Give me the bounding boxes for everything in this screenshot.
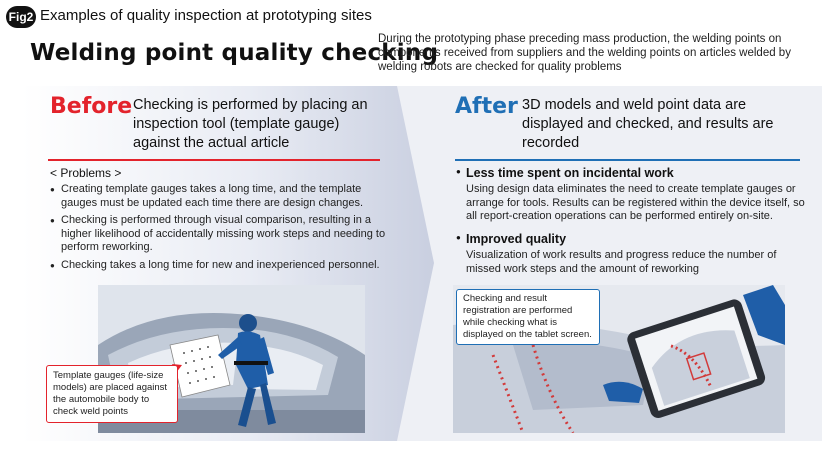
list-item: Checking takes a long time for new and i… [50,259,395,273]
page-title: Welding point quality checking [30,40,439,66]
figure-badge: Fig2 [6,6,36,28]
tablet-callout: Checking and result registration are per… [456,289,600,345]
tablet-inspection-illustration [453,285,785,433]
before-label: Before [50,94,133,119]
benefit-improved-quality: Improved quality Visualization of work r… [456,232,806,276]
before-divider [48,159,380,161]
benefit-less-time: Less time spent on incidental work Using… [456,166,806,224]
benefit-title: Improved quality [456,232,806,246]
after-label: After [455,94,518,119]
list-item: Creating template gauges takes a long ti… [50,183,395,210]
after-divider [455,159,800,161]
list-item: Checking is performed through visual com… [50,214,395,255]
benefit-title: Less time spent on incidental work [456,166,806,180]
intro-text: During the prototyping phase preceding m… [378,33,791,73]
before-description: Checking is performed by placing an insp… [133,97,368,151]
template-gauge-callout: Template gauges (life-size models) are p… [46,365,178,423]
benefit-text: Visualization of work results and progre… [466,249,777,275]
figure-caption: Examples of quality inspection at protot… [40,7,372,24]
problems-heading: < Problems > [50,166,122,180]
benefit-text: Using design data eliminates the need to… [466,183,805,222]
after-description: 3D models and weld point data are displa… [522,97,774,151]
problems-list: Creating template gauges takes a long ti… [50,183,395,276]
